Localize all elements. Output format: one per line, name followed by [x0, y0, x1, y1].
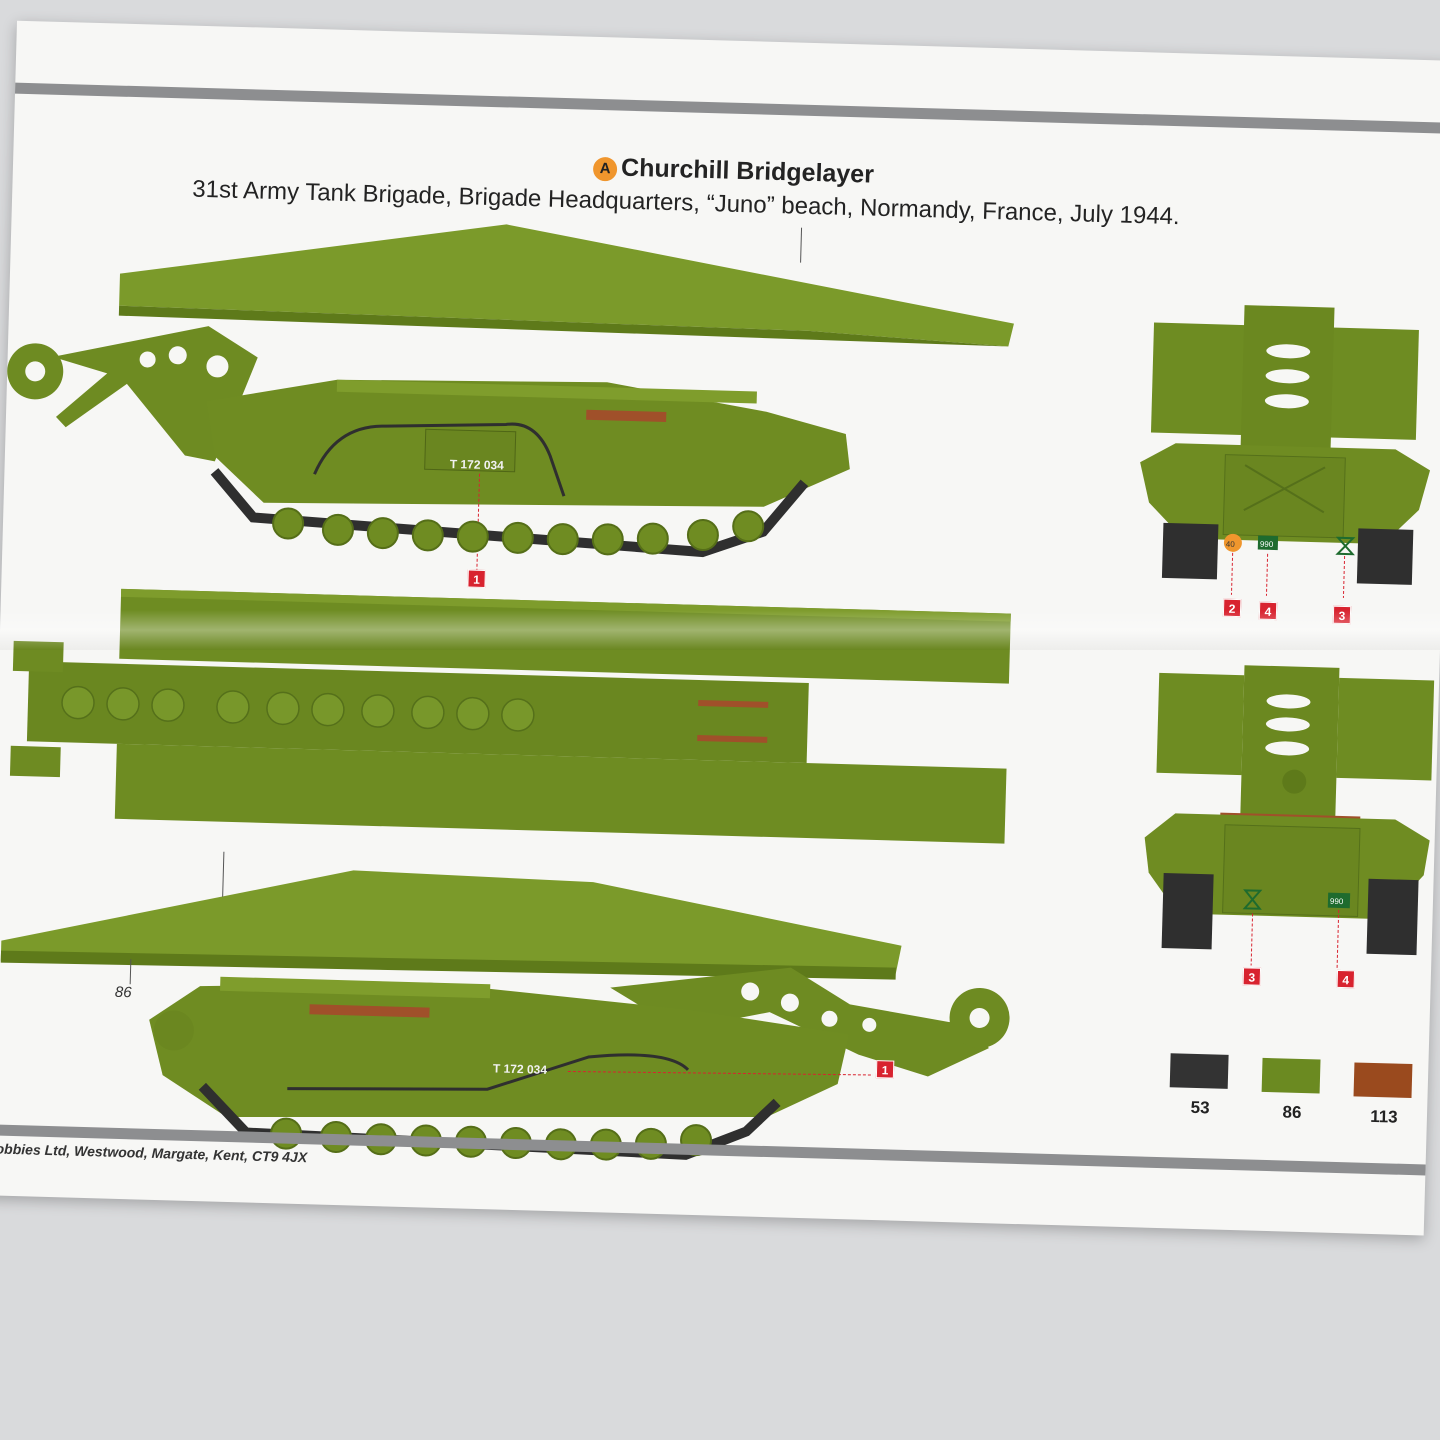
serial-bottom: T 172 034 [493, 1061, 548, 1077]
plate-990-rear: 990 [1260, 540, 1274, 549]
swatch-113 [1353, 1062, 1413, 1099]
callout-rear-left: 2 [1222, 598, 1242, 618]
callout-rear-mid: 4 [1258, 601, 1278, 621]
option-badge: A [592, 156, 618, 182]
callout-rear-right: 3 [1332, 605, 1352, 625]
plate-40: 40 [1226, 540, 1236, 549]
rear-view: 40 990 [1140, 305, 1431, 598]
side-view-right: T 172 034 [0, 851, 1010, 1161]
side-view-left: T 172 034 [7, 224, 1014, 574]
title-text: Churchill Bridgelayer [620, 153, 875, 189]
top-rule [14, 82, 1440, 134]
front-view: 990 [1144, 665, 1435, 968]
callout-front-right: 4 [1336, 969, 1356, 989]
paint-callout-86: 86 [114, 983, 132, 1002]
callout-front-left: 3 [1242, 967, 1262, 986]
swatch-label-86: 86 [1282, 1102, 1302, 1122]
top-view [9, 588, 1011, 844]
serial-top: T 172 034 [450, 457, 505, 473]
callout-side-bottom: 1 [875, 1060, 895, 1079]
swatch-86 [1261, 1057, 1321, 1094]
plate-990-front: 990 [1330, 897, 1344, 906]
swatch-label-53: 53 [1190, 1097, 1210, 1118]
swatch-label-113: 113 [1369, 1106, 1398, 1127]
swatch-53 [1169, 1053, 1229, 1089]
callout-side-top: 1 [467, 569, 486, 588]
